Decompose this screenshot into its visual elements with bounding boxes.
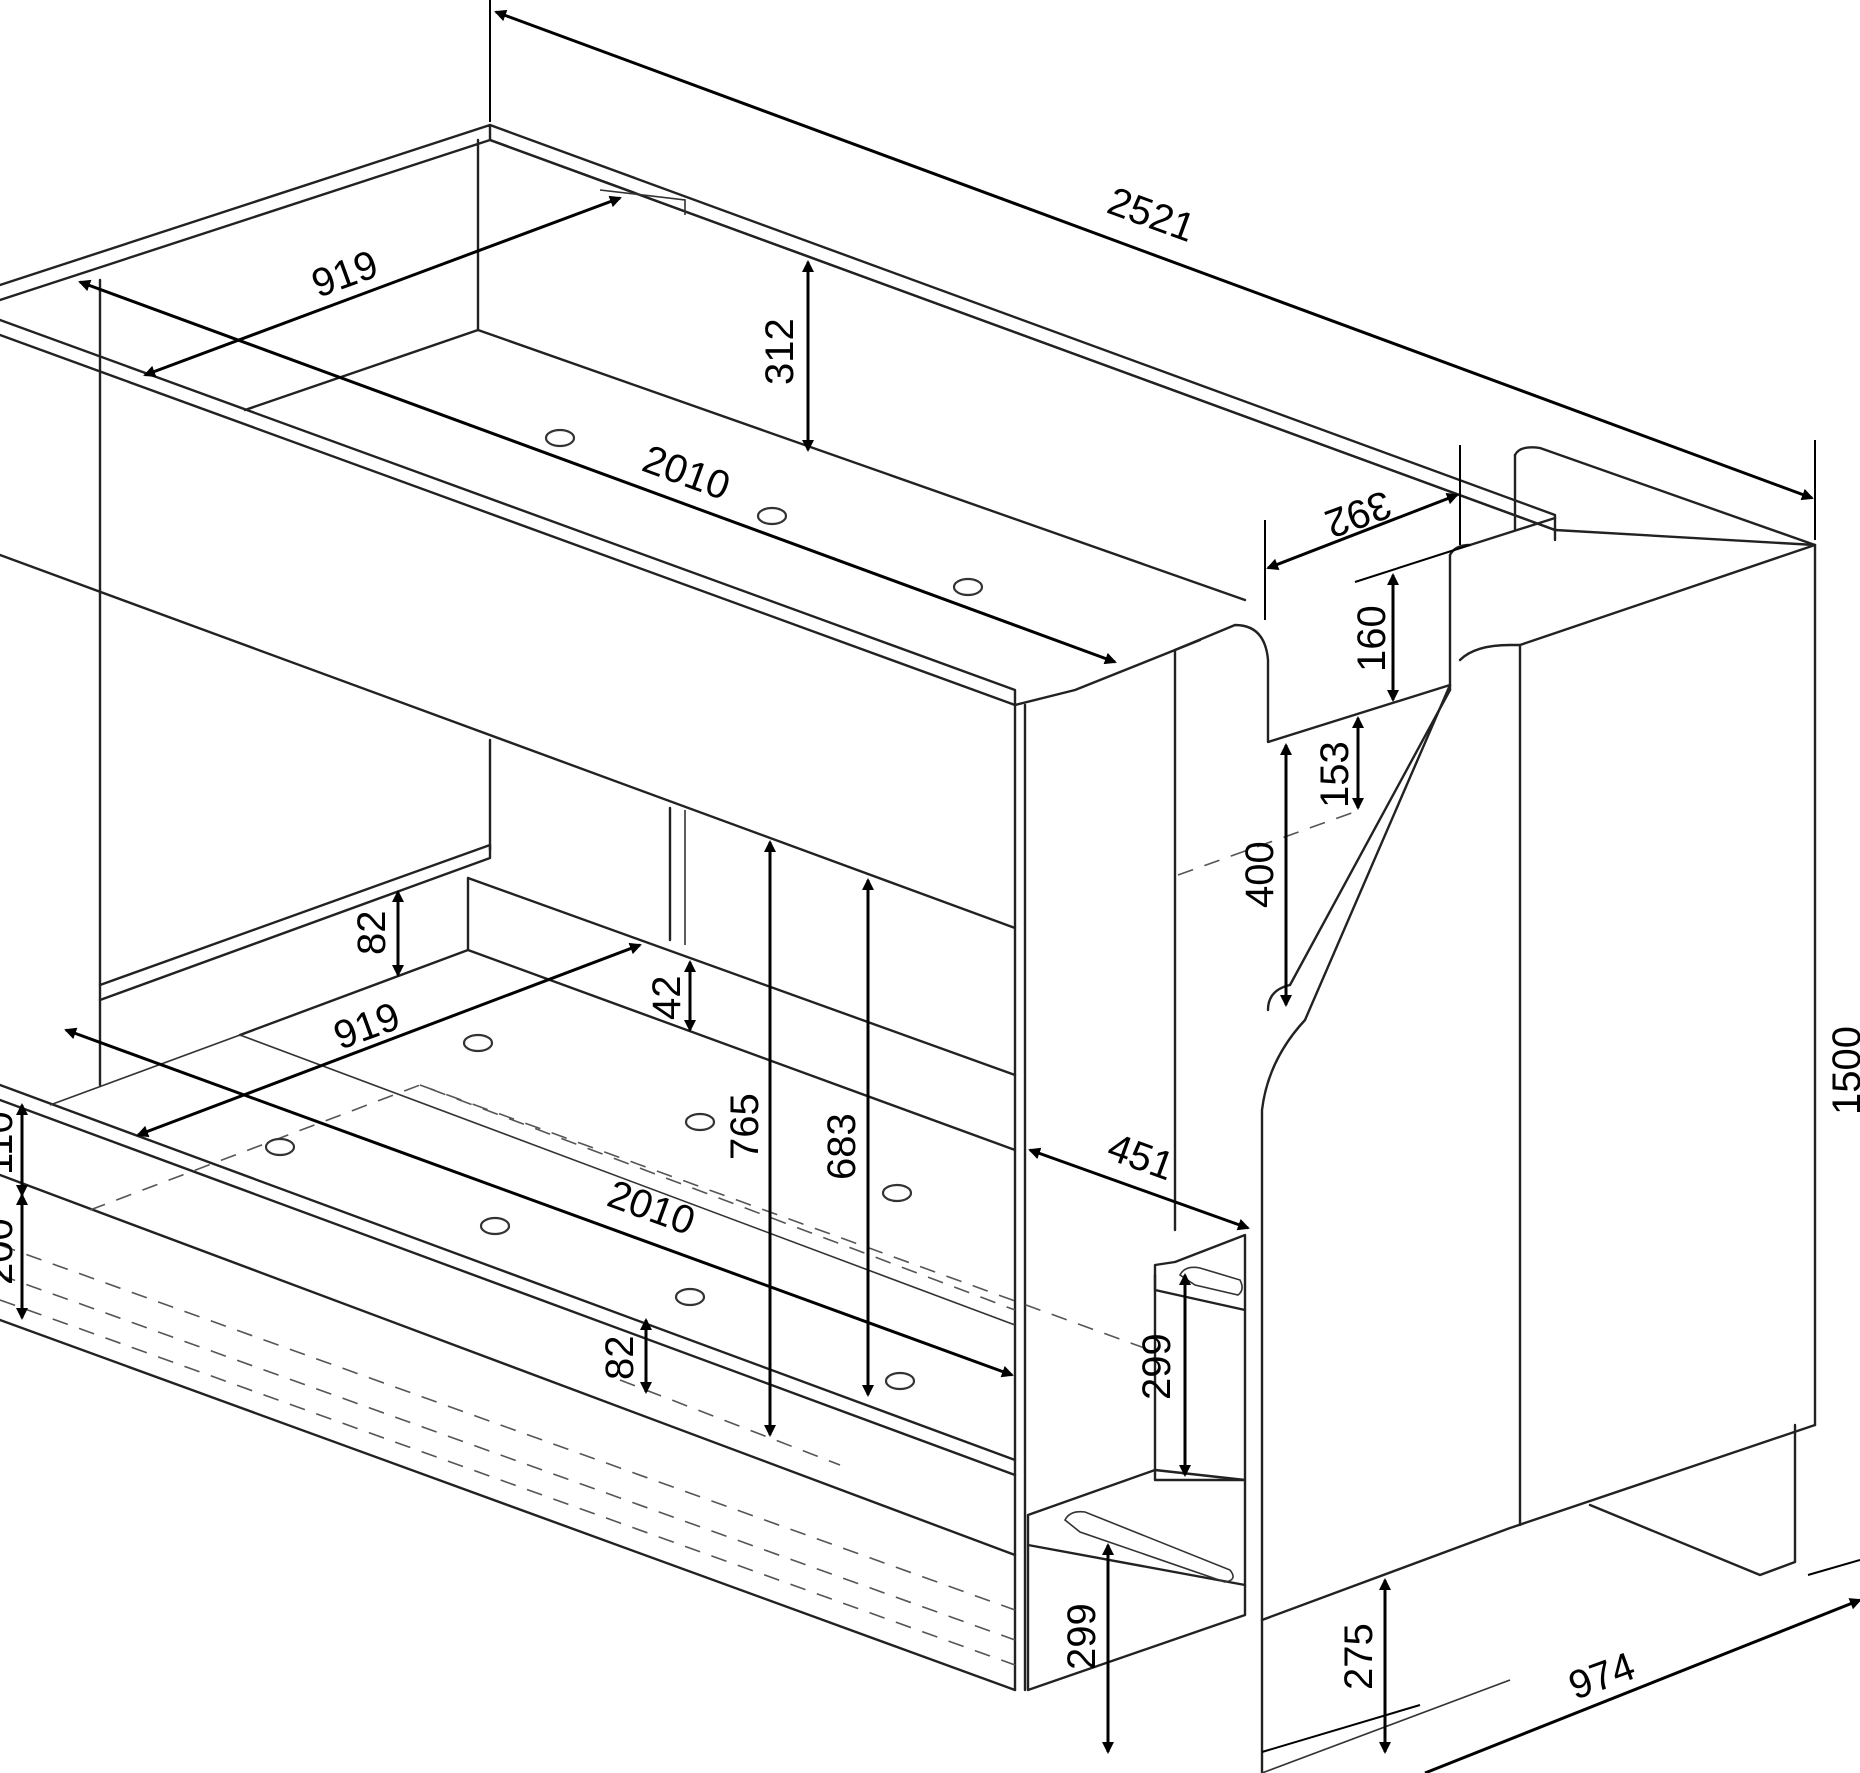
hole [881,1183,913,1203]
dim-1500-label: 1500 [1825,1026,1860,1115]
dim-160-label: 160 [1350,605,1394,672]
dim-451 [1028,1147,1250,1231]
right-end-panel-top [1518,528,1817,647]
dim-919-lower-label: 919 [328,994,406,1058]
lower-step-box [1026,1543,1247,1692]
dim-2010-lower-label: 2010 [602,1172,701,1244]
dim-82-guard-label: 82 [350,911,394,956]
bed-frame [0,123,1817,1773]
ladder-hidden-line [1177,809,1361,876]
dim-153-label: 153 [1313,741,1357,808]
drawer-top [0,1173,1017,1557]
hole [479,1216,511,1236]
dim-110-label: 110 [0,1111,21,1175]
lower-back-rail [98,843,492,1002]
hole [264,1137,296,1157]
rear-leg [1588,1423,1797,1577]
dim-400-label: 400 [1238,841,1282,908]
ext-160-top [1354,544,1471,583]
dim-299-upper-label: 299 [1135,1333,1179,1400]
drawer-hidden-1 [0,1244,1016,1611]
lower-step [1026,1468,1247,1587]
top-small-ledge [599,189,686,215]
hole [952,577,984,597]
drawer-hidden-4 [89,1084,1016,1311]
upper-step-box [1153,1273,1247,1482]
hole [544,428,576,448]
hole [756,506,788,526]
dim-299-lower-label: 299 [1060,1603,1104,1670]
ext-275-bottom [1261,1704,1421,1753]
upper-step [1153,1233,1247,1312]
lower-step-slot [1063,1510,1234,1583]
dim-2010-top-label: 2010 [637,437,736,509]
top-front-guard [0,318,1017,707]
hole [462,1033,494,1053]
lower-hidden-bottom [619,1379,841,1466]
dim-82-drawer-label: 82 [598,1336,642,1381]
dim-200-label: 200 [0,1218,21,1285]
drawer-bottom [0,1318,1017,1692]
hole [674,1287,706,1307]
dim-392-label: 392 [1319,482,1397,546]
ladder-top-notch [1173,623,1452,744]
dim-919-top-label: 919 [306,242,384,306]
dim-919-top [143,195,622,378]
ladder-side-face [1260,1423,1817,1622]
right-guard-post-b [1448,516,1557,557]
dim-2010-lower [64,1027,1014,1378]
dim-275-label: 275 [1337,1623,1381,1690]
dim-683-label: 683 [820,1113,864,1180]
ext-974-right [1807,1559,1860,1576]
dim-42-label: 42 [645,976,689,1021]
dim-974 [1424,1598,1860,1773]
drawer-hidden-3 [0,1299,1016,1666]
dim-312-label: 312 [758,318,802,385]
ladder-curved-outer [1260,683,1452,1622]
front-post-top-cap [1013,638,1202,707]
dim-2010-top [78,279,1117,665]
hole [684,1112,716,1132]
upper-step-slot [1178,1266,1243,1296]
ladder-curved-front [1458,643,1522,1527]
dim-392 [1266,493,1459,570]
drawer-hidden-2 [0,1274,1016,1641]
dim-974-label: 974 [1563,1644,1641,1708]
top-front-guard-face [0,553,1017,930]
drawer-hidden-5 [419,1084,1151,1351]
hole [884,1371,916,1391]
dim-2521 [494,9,1814,501]
dim-765-label: 765 [723,1093,767,1160]
